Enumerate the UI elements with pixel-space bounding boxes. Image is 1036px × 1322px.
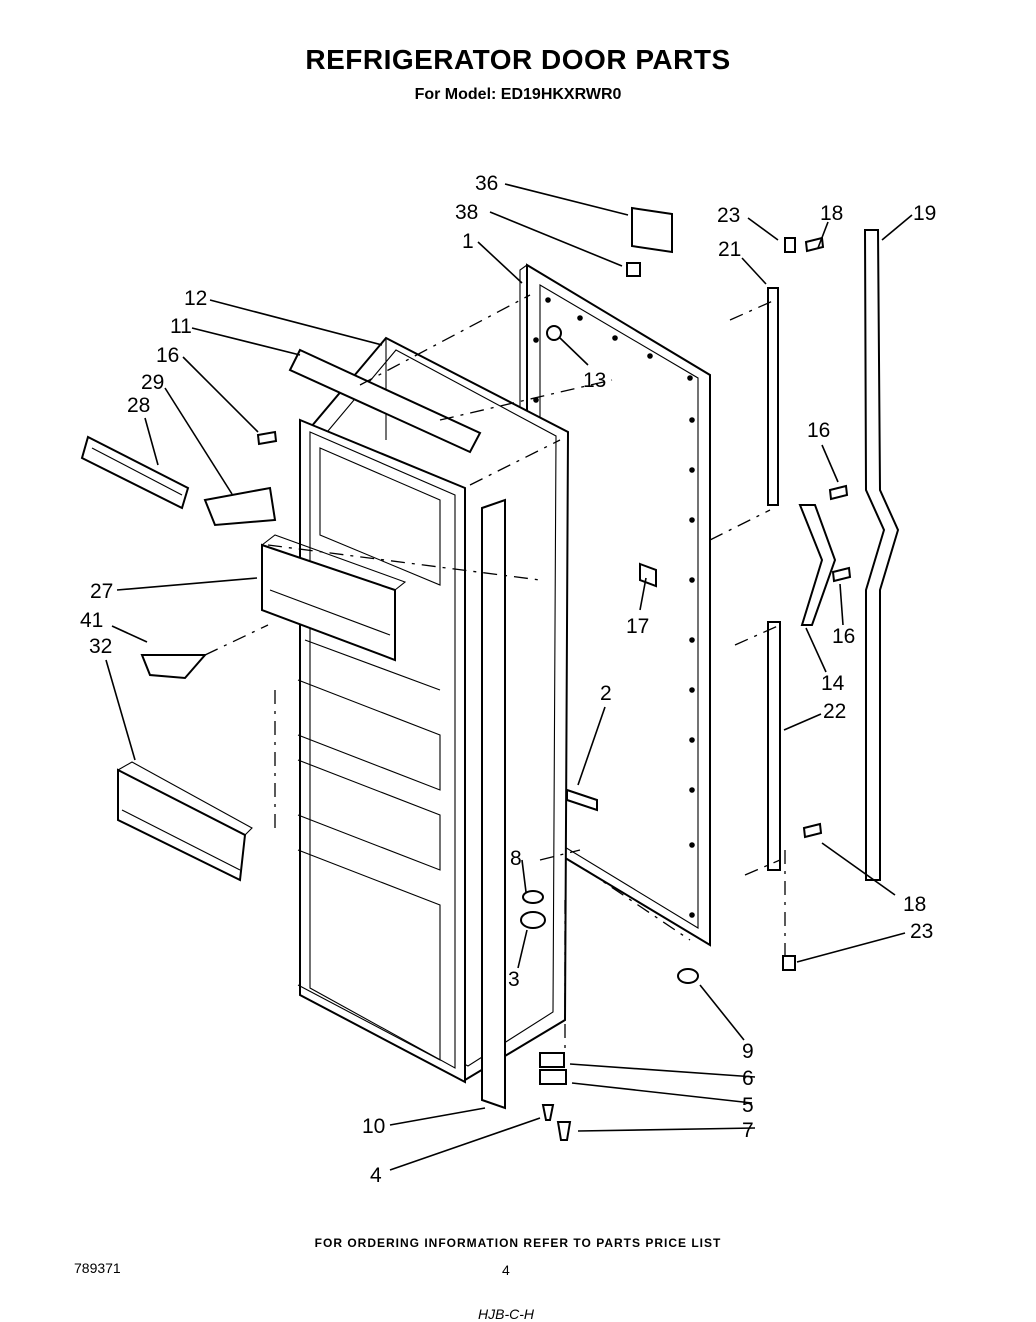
callout-27: 27 xyxy=(90,580,113,603)
handwritten-note: HJB-C-H xyxy=(478,1306,534,1322)
model-subtitle: For Model: ED19HKXRWR0 xyxy=(414,86,622,103)
callout-7: 7 xyxy=(742,1119,754,1142)
bracket-2 xyxy=(566,788,598,812)
callout-29: 29 xyxy=(141,371,164,394)
callout-38: 38 xyxy=(455,201,478,224)
callout-16a: 16 xyxy=(156,344,179,367)
callout-4: 4 xyxy=(370,1164,382,1187)
door-shelf-27 xyxy=(261,534,407,662)
alignment-lines xyxy=(204,294,786,1050)
callout-32: 32 xyxy=(89,635,112,658)
door-bin-32 xyxy=(117,761,253,882)
callout-18b: 18 xyxy=(903,893,926,916)
callout-28: 28 xyxy=(127,394,150,417)
trim-29 xyxy=(203,486,277,527)
page-number: 4 xyxy=(502,1262,510,1278)
plug-13 xyxy=(546,325,562,341)
trim-22 xyxy=(767,621,781,871)
trim-28 xyxy=(80,435,190,510)
callout-23b: 23 xyxy=(910,920,933,943)
callout-14: 14 xyxy=(821,672,845,695)
callout-6: 6 xyxy=(742,1067,754,1090)
callout-19: 19 xyxy=(913,202,936,225)
door-liner xyxy=(297,418,466,1084)
page-title: REFRIGERATOR DOOR PARTS xyxy=(305,44,731,75)
screws-right xyxy=(782,236,852,971)
hinge-parts xyxy=(520,890,699,1141)
callout-22: 22 xyxy=(823,700,846,723)
callout-16c: 16 xyxy=(832,625,855,648)
callout-8: 8 xyxy=(510,847,522,870)
callout-18a: 18 xyxy=(820,202,843,225)
handle-trim-19 xyxy=(863,229,900,881)
callout-labels: 36 38 1 23 18 19 21 12 11 16 29 28 13 16… xyxy=(80,172,936,1187)
screw-16a xyxy=(256,430,278,446)
catalog-number: 789371 xyxy=(74,1260,121,1276)
label-36 xyxy=(631,206,673,254)
callout-41: 41 xyxy=(80,609,103,632)
bracket-11 xyxy=(288,348,482,454)
callout-1: 1 xyxy=(462,230,474,253)
label-38 xyxy=(626,262,641,277)
callout-10: 10 xyxy=(362,1115,385,1138)
clip-17 xyxy=(639,562,657,588)
callout-17: 17 xyxy=(626,615,649,638)
callout-16b: 16 xyxy=(807,419,830,442)
trim-21 xyxy=(767,287,779,506)
cover-41 xyxy=(140,654,208,680)
callout-2: 2 xyxy=(600,682,612,705)
callout-36: 36 xyxy=(475,172,498,195)
callout-13: 13 xyxy=(583,369,606,392)
callout-5: 5 xyxy=(742,1094,754,1117)
callout-11: 11 xyxy=(170,315,192,338)
callout-9: 9 xyxy=(742,1040,754,1063)
ordering-note: FOR ORDERING INFORMATION REFER TO PARTS … xyxy=(314,1236,722,1250)
callout-12: 12 xyxy=(184,287,207,310)
callout-21: 21 xyxy=(718,238,741,261)
hinge-cover-10 xyxy=(481,498,506,1110)
callout-23a: 23 xyxy=(717,204,740,227)
callout-3: 3 xyxy=(508,968,520,991)
handle-14 xyxy=(798,504,837,626)
leader-lines xyxy=(105,183,913,1171)
